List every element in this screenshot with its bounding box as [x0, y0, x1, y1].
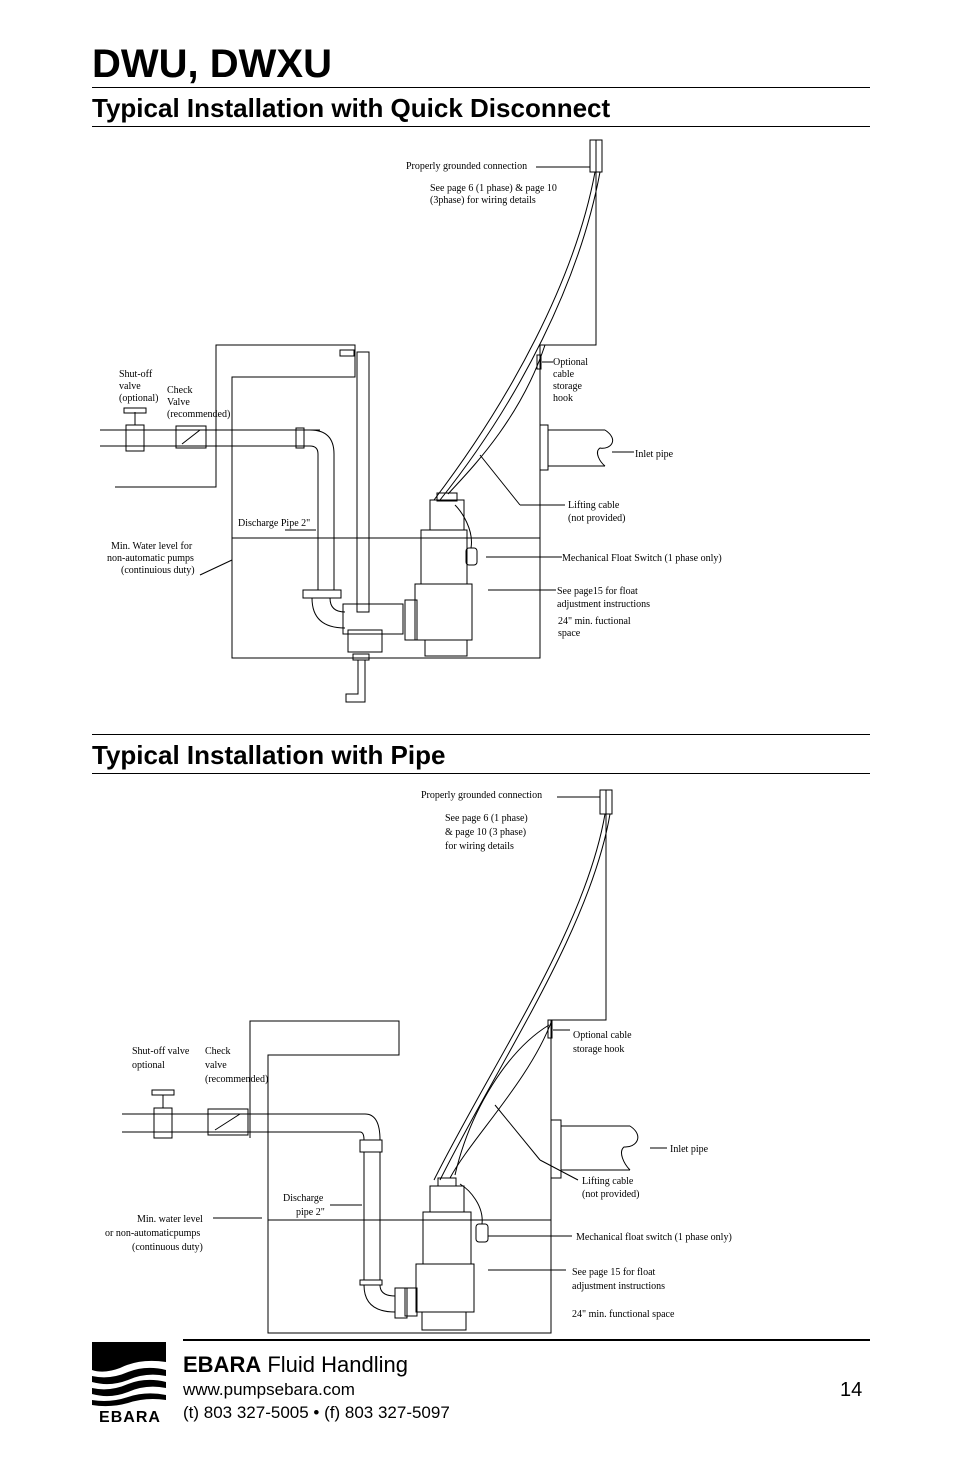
d1-lifting-label-2: (not provided): [568, 513, 626, 524]
d1-minwater-label-3: (continuious duty): [121, 565, 195, 576]
d2-discharge-label-1: Discharge: [283, 1193, 324, 1204]
d2-check-label-2: valve: [205, 1060, 227, 1071]
d2-shutoff-label-1: Shut-off valve: [132, 1046, 190, 1057]
footer-brand-bold: EBARA: [183, 1352, 262, 1377]
d1-float-label: Mechanical Float Switch (1 phase only): [562, 553, 722, 564]
footer-phone: (t) 803 327-5005 • (f) 803 327-5097: [183, 1403, 450, 1422]
d1-floatadj-label-2: adjustment instructions: [557, 599, 650, 610]
pipe-installation-diagram: Properly grounded connection See page 6 …: [105, 789, 732, 1334]
d2-minwater-label-1: Min. water level: [137, 1214, 203, 1225]
d1-space-label-1: 24" min. fuctional: [558, 616, 631, 627]
d1-shutoff-label-2: valve: [119, 381, 141, 392]
footer-rule: [183, 1339, 870, 1341]
d1-lifting-label-1: Lifting cable: [568, 500, 620, 511]
d1-wiring-label-1: See page 6 (1 phase) & page 10: [430, 183, 557, 194]
d1-grounded-label: Properly grounded connection: [406, 161, 527, 172]
d2-minwater-label-3: (continuous duty): [132, 1242, 203, 1253]
d1-shutoff-label-1: Shut-off: [119, 369, 153, 380]
d1-inlet-label: Inlet pipe: [635, 449, 674, 460]
title-rule: [92, 87, 870, 88]
d1-minwater-label-1: Min. Water level for: [111, 541, 193, 552]
d2-lifting-label-1: Lifting cable: [582, 1176, 634, 1187]
d1-check-label-2: Valve: [167, 397, 190, 408]
footer-brand-rest: Fluid Handling: [261, 1352, 408, 1377]
footer-url[interactable]: www.pumpsebara.com: [183, 1380, 355, 1399]
d1-shutoff-label-3: (optional): [119, 393, 158, 404]
d2-lifting-label-2: (not provided): [582, 1189, 640, 1200]
d1-discharge-label: Discharge Pipe 2": [238, 518, 310, 529]
d2-hook-label-2: storage hook: [573, 1044, 624, 1055]
ebara-logo-text: EBARA: [99, 1409, 161, 1424]
d1-wiring-label-2: (3phase) for wiring details: [430, 195, 536, 206]
d1-floatadj-label-1: See page15 for float: [557, 586, 638, 597]
d2-space-label: 24" min. functional space: [572, 1309, 675, 1320]
d2-float-label: Mechanical float switch (1 phase only): [576, 1232, 732, 1243]
d1-hook-label-1: Optional: [553, 357, 588, 368]
section1-heading: Typical Installation with Quick Disconne…: [92, 93, 611, 123]
d2-grounded-label: Properly grounded connection: [421, 790, 542, 801]
footer-brand: EBARA Fluid Handling: [183, 1352, 408, 1378]
section2-top-rule: [92, 734, 870, 735]
page-number: 14: [840, 1379, 863, 1401]
d1-hook-label-2: cable: [553, 369, 575, 380]
d2-floatadj-label-1: See page 15 for float: [572, 1267, 656, 1278]
section2-rule: [92, 773, 870, 774]
d2-wiring-label-2: & page 10 (3 phase): [445, 827, 526, 838]
d1-hook-label-3: storage: [553, 381, 582, 392]
d1-hook-label-4: hook: [553, 393, 573, 404]
d1-check-label-1: Check: [167, 385, 193, 396]
page-title: DWU, DWXU: [92, 42, 332, 86]
d2-floatadj-label-2: adjustment instructions: [572, 1281, 665, 1292]
d2-check-label-1: Check: [205, 1046, 231, 1057]
d1-check-label-3: (recommended): [167, 409, 230, 420]
d2-wiring-label-1: See page 6 (1 phase): [445, 813, 528, 824]
quick-disconnect-diagram: Properly grounded connection See page 6 …: [100, 139, 722, 703]
d2-discharge-label-2: pipe 2": [296, 1207, 325, 1218]
d1-minwater-label-2: non-automatic pumps: [107, 553, 194, 564]
d2-shutoff-label-2: optional: [132, 1060, 165, 1071]
d2-wiring-label-3: for wiring details: [445, 841, 514, 852]
d1-space-label-2: space: [558, 628, 581, 639]
section1-rule: [92, 126, 870, 127]
section2-heading: Typical Installation with Pipe: [92, 740, 446, 770]
d2-check-label-3: (recommended): [205, 1074, 268, 1085]
d2-hook-label-1: Optional cable: [573, 1030, 632, 1041]
ebara-logo: EBARA: [92, 1342, 166, 1424]
d2-minwater-label-2: or non-automaticpumps: [105, 1228, 200, 1239]
d2-inlet-label: Inlet pipe: [670, 1144, 709, 1155]
